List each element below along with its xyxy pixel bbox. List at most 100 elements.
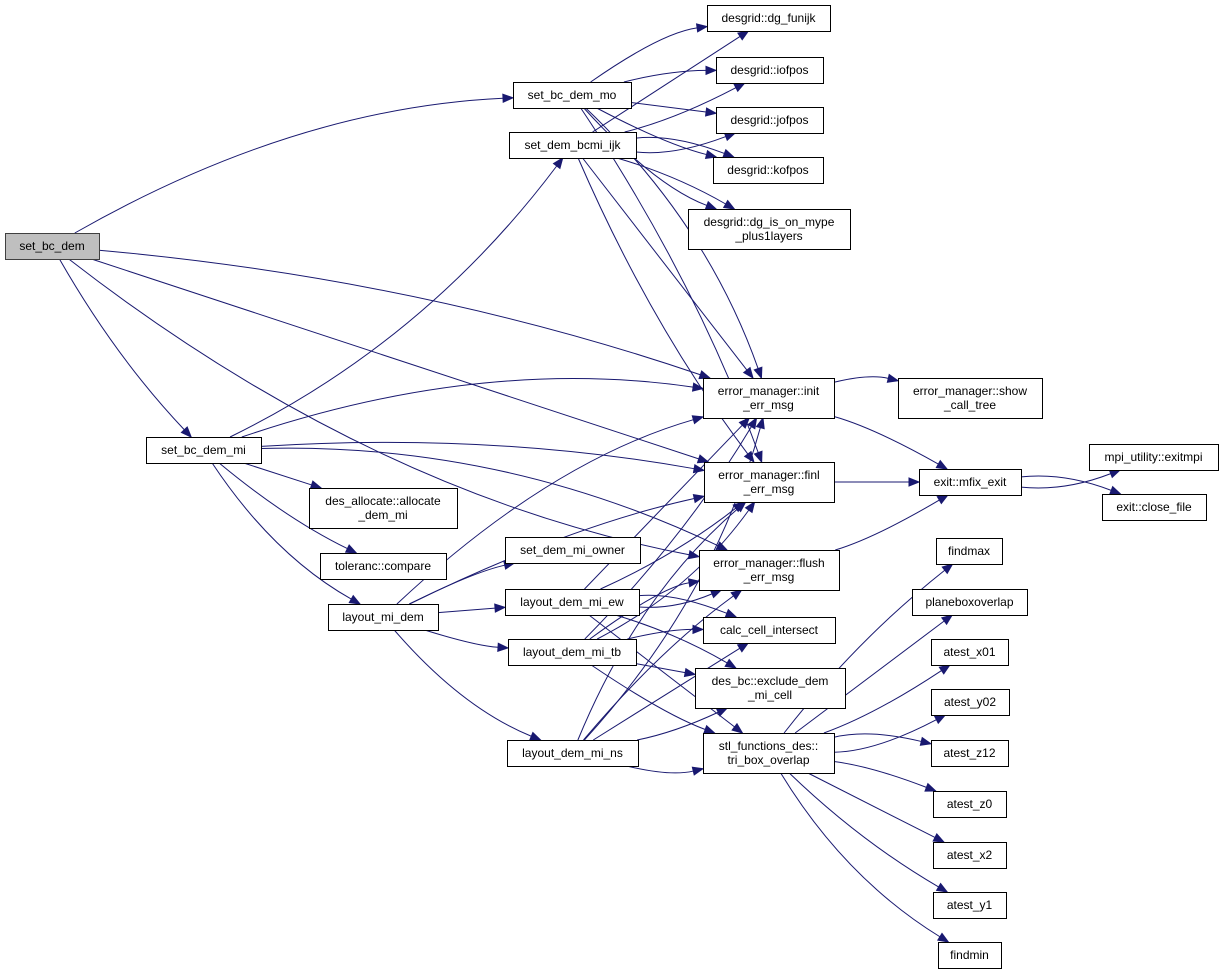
node-set-dem-bcmi-ijk[interactable]: set_dem_bcmi_ijk — [509, 132, 637, 159]
arrowhead-icon — [695, 23, 709, 33]
node-set-bc-dem-mi[interactable]: set_bc_dem_mi — [146, 437, 262, 464]
arrowhead-icon — [724, 658, 737, 669]
node-des-allocate-allocate-dem-mi[interactable]: des_allocate::allocate_dem_mi — [309, 488, 458, 529]
arrowhead-icon — [691, 766, 705, 776]
node-label: error_manager::init — [718, 384, 820, 398]
node-layout-dem-mi-tb[interactable]: layout_dem_mi_tb — [508, 639, 637, 666]
edge-line — [582, 157, 748, 371]
arrowhead-icon — [935, 459, 949, 470]
arrowhead-icon — [755, 416, 765, 430]
node-box — [713, 157, 824, 184]
node-box — [931, 639, 1009, 666]
edge-stl_functions_des_tri_box_overlap-to-atest_x2 — [807, 772, 946, 843]
edge-stl_functions_des_tri_box_overlap-to-atest_y02 — [833, 714, 947, 753]
node-label: set_bc_dem_mi — [161, 443, 246, 457]
node-label: desgrid::iofpos — [730, 63, 808, 77]
node-error-manager-init-err-msg[interactable]: error_manager::init_err_msg — [703, 378, 835, 419]
node-layout-dem-mi-ns[interactable]: layout_dem_mi_ns — [507, 740, 639, 767]
arrowhead-icon — [1108, 469, 1122, 479]
edge-line — [833, 416, 939, 465]
edge-line — [590, 27, 698, 83]
node-label: set_dem_mi_owner — [520, 543, 625, 557]
node-exit-close-file[interactable]: exit::close_file — [1102, 494, 1207, 521]
node-des-bc-exclude-dem-mi-cell[interactable]: des_bc::exclude_dem_mi_cell — [695, 668, 846, 709]
node-desgrid-dg-funijk[interactable]: desgrid::dg_funijk — [707, 5, 831, 32]
arrowhead-icon — [687, 578, 701, 588]
arrowhead-icon — [704, 200, 718, 210]
edge-line — [638, 593, 713, 608]
node-box — [505, 589, 640, 616]
arrowhead-icon — [691, 415, 705, 425]
edge-line — [835, 499, 940, 551]
node-desgrid-dg-is-on-mype-plus1layers[interactable]: desgrid::dg_is_on_mype_plus1layers — [688, 209, 851, 250]
node-atest-y1[interactable]: atest_y1 — [933, 892, 1007, 919]
arrowhead-icon — [742, 366, 754, 380]
node-box — [898, 378, 1043, 419]
node-stl-functions-des-tri-box-overlap[interactable]: stl_functions_des::tri_box_overlap — [703, 733, 835, 774]
edge-line — [58, 258, 185, 431]
arrowhead-icon — [919, 736, 933, 746]
node-set-bc-dem-mo[interactable]: set_bc_dem_mo — [513, 82, 632, 109]
node-findmin[interactable]: findmin — [938, 942, 1002, 969]
node-planeboxoverlap[interactable]: planeboxoverlap — [912, 589, 1028, 616]
arrowhead-icon — [753, 366, 763, 380]
node-box — [509, 132, 637, 159]
edge-stl_functions_des_tri_box_overlap-to-atest_y1 — [788, 772, 949, 893]
node-label: desgrid::jofpos — [730, 113, 808, 127]
node-desgrid-kofpos[interactable]: desgrid::kofpos — [713, 157, 824, 184]
edge-line — [624, 87, 737, 133]
node-findmax[interactable]: findmax — [936, 538, 1003, 565]
node-box — [703, 378, 835, 419]
node-atest-z0[interactable]: atest_z0 — [933, 791, 1007, 818]
node-atest-y02[interactable]: atest_y02 — [931, 689, 1010, 716]
edge-line — [592, 36, 741, 133]
node-exit-mfix-exit[interactable]: exit::mfix_exit — [919, 469, 1022, 496]
node-atest-z12[interactable]: atest_z12 — [931, 740, 1009, 767]
node-calc-cell-intersect[interactable]: calc_cell_intersect — [703, 617, 836, 644]
node-set-dem-mi-owner[interactable]: set_dem_mi_owner — [505, 537, 641, 564]
node-layout-dem-mi-ew[interactable]: layout_dem_mi_ew — [505, 589, 640, 616]
edge-line — [600, 507, 737, 590]
arrowhead-icon — [180, 426, 193, 438]
node-error-manager-flush-err-msg[interactable]: error_manager::flush_err_msg — [699, 550, 840, 591]
node-error-manager-finl-err-msg[interactable]: error_manager::finl_err_msg — [704, 462, 835, 503]
edge-stl_functions_des_tri_box_overlap-to-findmin — [780, 772, 950, 943]
edge-error_manager_init_err_msg-to-exit_mfix_exit — [833, 416, 949, 470]
edge-line — [393, 629, 532, 737]
edge-line — [593, 647, 741, 741]
edge-layout_dem_mi_tb-to-stl_functions_des_tri_box_overlap — [590, 664, 716, 734]
node-desgrid-jofpos[interactable]: desgrid::jofpos — [716, 107, 824, 134]
node-box — [707, 5, 831, 32]
edge-set_bc_dem-to-error_manager_finl_err_msg — [91, 258, 710, 464]
node-mpi-utility-exitmpi[interactable]: mpi_utility::exitmpi — [1089, 444, 1219, 471]
node-atest-x2[interactable]: atest_x2 — [933, 842, 1007, 869]
arrowhead-icon — [940, 614, 954, 626]
node-label: exit::mfix_exit — [934, 475, 1007, 489]
arrowhead-icon — [730, 589, 743, 601]
edge-layout_mi_dem-to-layout_dem_mi_tb — [424, 629, 510, 652]
edge-line — [635, 136, 725, 154]
edge-set_dem_bcmi_ijk-to-error_manager_finl_err_msg — [577, 157, 755, 464]
node-box — [931, 740, 1009, 767]
edge-line — [74, 97, 504, 234]
edge-set_bc_dem_mi-to-layout_mi_dem — [211, 462, 362, 605]
edge-error_manager_init_err_msg-to-error_manager_show_call_tree — [833, 373, 900, 383]
node-toleranc-compare[interactable]: toleranc::compare — [320, 553, 447, 580]
edge-layout_mi_dem-to-layout_dem_mi_ew — [437, 603, 507, 614]
node-set-bc-dem[interactable]: set_bc_dem — [5, 233, 100, 260]
node-box — [933, 892, 1007, 919]
edges-layer — [58, 23, 1122, 943]
edge-line — [788, 772, 939, 888]
node-desgrid-iofpos[interactable]: desgrid::iofpos — [716, 57, 824, 84]
node-label: findmax — [948, 544, 990, 558]
node-layout-mi-dem[interactable]: layout_mi_dem — [328, 604, 439, 631]
arrowhead-icon — [733, 82, 746, 93]
edge-line — [260, 441, 695, 470]
node-error-manager-show-call-tree[interactable]: error_manager::show_call_tree — [898, 378, 1043, 419]
node-label: set_dem_bcmi_ijk — [524, 138, 621, 152]
edge-set_bc_dem-to-set_bc_dem_mi — [58, 258, 193, 438]
node-atest-x01[interactable]: atest_x01 — [931, 639, 1009, 666]
edge-line — [833, 761, 927, 788]
arrowhead-icon — [687, 549, 701, 560]
node-label: des_allocate::allocate — [325, 494, 441, 508]
